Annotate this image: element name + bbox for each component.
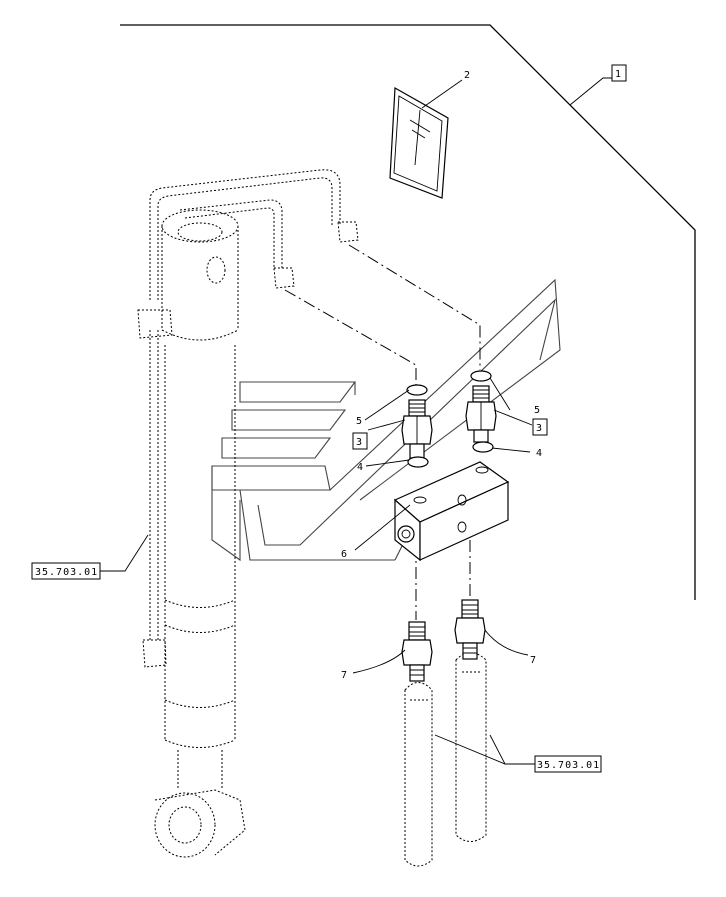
ref-box-right [534,755,602,773]
callout-5a: 5 [356,416,362,427]
callout-1-box [611,64,627,82]
center-lines [284,244,481,620]
callout-1: 1 [615,69,621,80]
reference-labels: 35.703.01 35.703.01 [31,562,602,773]
instruction-manual [389,87,449,199]
lower-hoses [404,652,487,867]
callout-5b: 5 [534,405,540,416]
pipe-lines [149,169,341,640]
watermark-logo [211,278,561,562]
callout-4b: 4 [536,448,542,459]
callout-6: 6 [341,549,347,560]
callout-labels: 1 2 3 3 4 4 5 5 6 7 7 [341,64,627,681]
valve-block [393,461,510,562]
callout-3b-box [532,418,548,436]
callout-3b: 3 [536,423,542,434]
adapter-fitting-right [465,385,497,443]
ref-left: 35.703.01 [35,567,98,578]
adapter-fitting-left [401,399,433,459]
callout-3a: 3 [356,437,362,448]
lower-fitting-right [454,599,486,660]
ref-right: 35.703.01 [537,760,600,771]
callout-7a: 7 [341,670,347,681]
o-rings-top [406,370,492,396]
callout-3a-box [352,432,368,450]
ref-box-left [31,562,101,580]
item-1-bracket [120,24,696,600]
lower-fitting-left [401,621,433,682]
callout-4a: 4 [357,462,363,473]
leader-lines [100,79,535,765]
pipe-end-fittings [137,221,359,668]
hydraulic-cylinder [154,209,246,858]
callout-7b: 7 [530,655,536,666]
o-rings-lower [407,441,494,468]
callout-2: 2 [464,70,470,81]
